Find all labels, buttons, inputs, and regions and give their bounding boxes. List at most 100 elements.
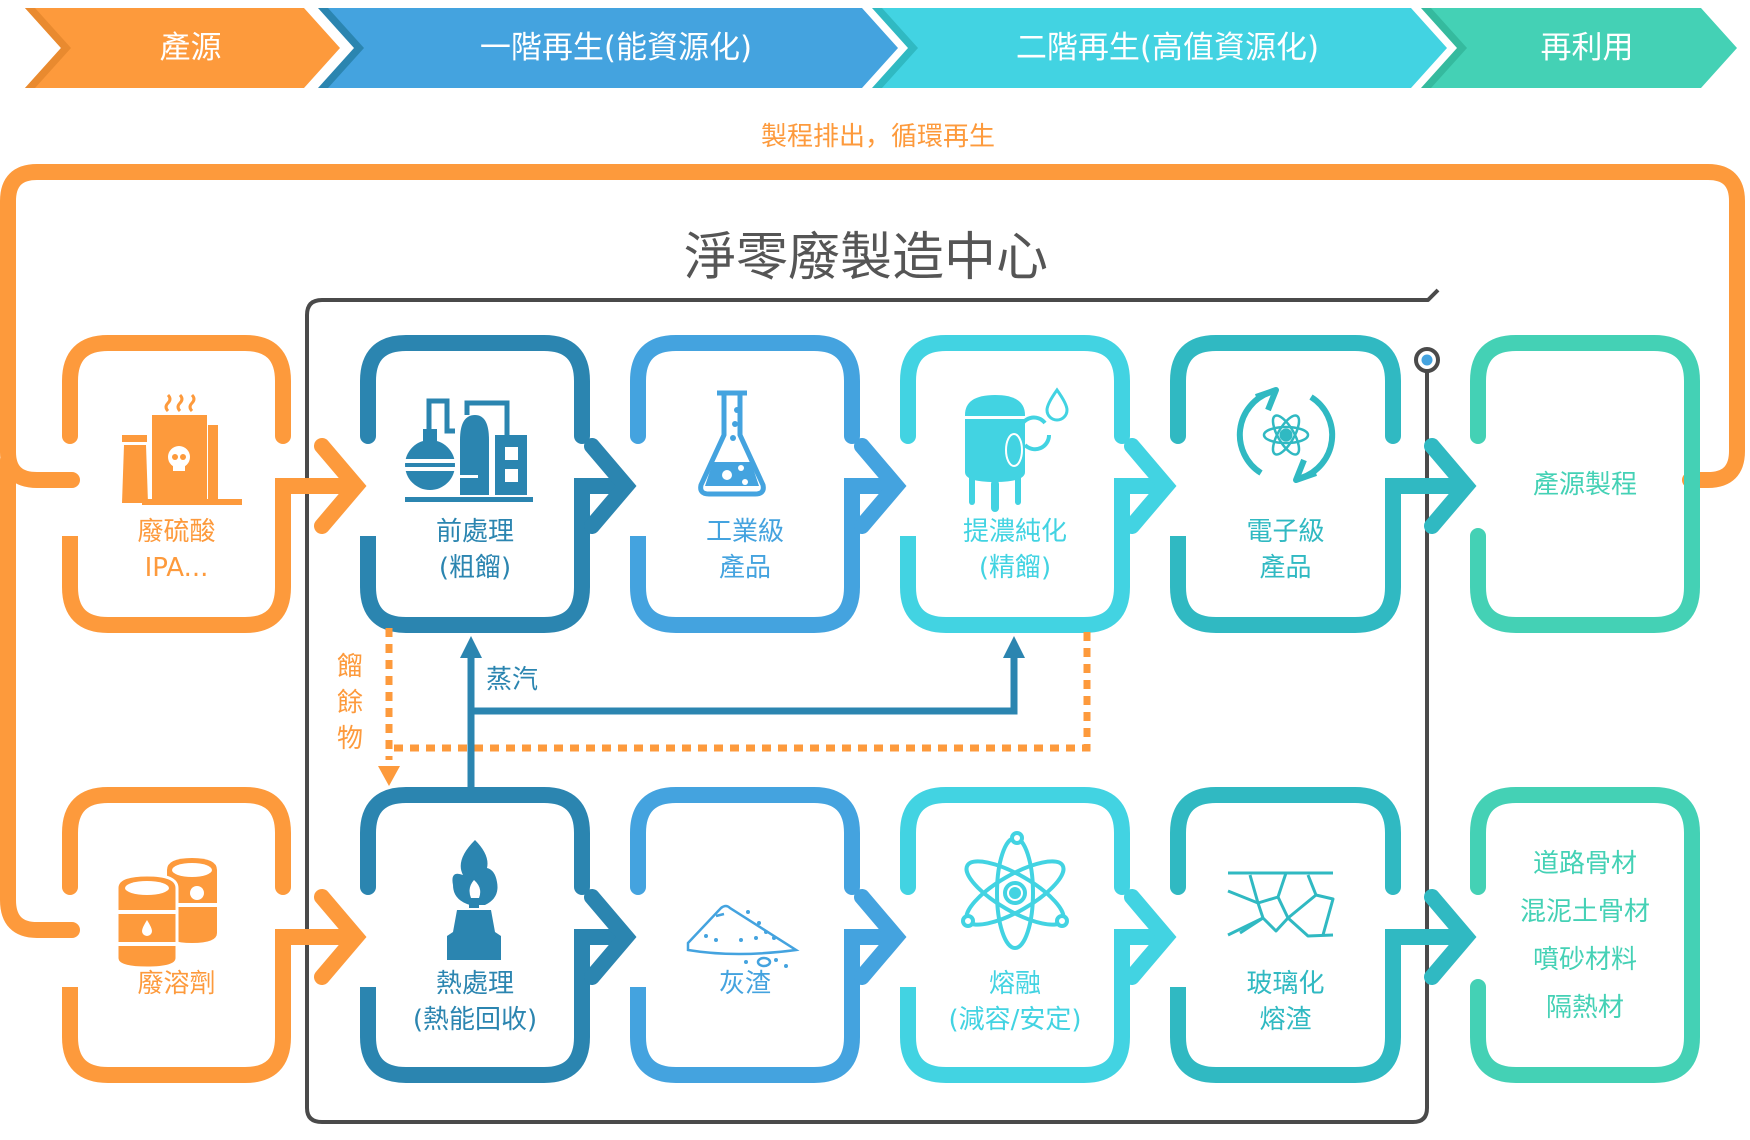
process-box-r2-c1: 廢溶劑 (62, 787, 367, 1083)
process-box-r1-c4: 提濃純化 (精餾) (900, 335, 1177, 633)
stage-label: 再利用 (1541, 30, 1634, 66)
stage-chevrons: 產源 一階再生(能資源化) 二階再生(高值資源化) 再利用 (25, 8, 1737, 88)
process-boxes: 廢硫酸IPA...前處理(粗餾)工業級產品提濃純化(精餾)電子級產品產源製程廢溶… (62, 335, 1700, 1083)
box-label: 熱處理 (436, 969, 514, 999)
process-box-r1-c1: 廢硫酸 IPA... (62, 335, 367, 633)
chevron-body (328, 8, 898, 88)
box-label: 隔熱材 (1546, 993, 1624, 1023)
box-label: 灰渣 (719, 969, 771, 999)
flow-arrow-icon (1124, 889, 1177, 985)
box-label: (精餾) (979, 553, 1051, 583)
chevron-edge (872, 8, 920, 88)
flow-arrow-icon (854, 438, 907, 534)
atom-cycle-icon (1236, 387, 1336, 483)
box-outline-top (630, 787, 860, 895)
box-outline-top (900, 335, 1130, 444)
box-outline-top (1470, 787, 1700, 1083)
box-label: 產品 (719, 553, 771, 583)
chevron-body (882, 8, 1447, 88)
steam-arrow-head-right (1003, 636, 1025, 658)
process-box-r2-c3: 灰渣 (630, 787, 907, 1083)
box-outline-bottom (900, 929, 1162, 1083)
toxic-factory-icon (122, 393, 242, 505)
process-box-r2-c4: 熔融(減容/安定) (900, 787, 1177, 1083)
box-outline-top (360, 787, 590, 895)
distillation-plant-icon (405, 398, 533, 502)
residue-label-1: 餾 (337, 652, 363, 682)
flow-arrow-icon (584, 438, 637, 534)
stage-chevron-4: 再利用 (1421, 8, 1737, 88)
steam-line (467, 650, 1018, 790)
box-outline-top (900, 787, 1130, 895)
chevron-edge (318, 8, 366, 88)
box-label: 產源製程 (1533, 470, 1637, 500)
box-label: 廢溶劑 (137, 969, 215, 999)
box-label: 廢硫酸 (137, 517, 215, 547)
box-outline-bottom (630, 478, 892, 633)
stage-label: 一階再生(能資源化) (480, 30, 752, 66)
chevron-body (1431, 8, 1737, 88)
chevron-edge (1421, 8, 1469, 88)
process-box-r1-c2: 前處理(粗餾) (360, 335, 637, 633)
box-label: 提濃純化 (963, 517, 1067, 547)
box-label: 產品 (1259, 553, 1311, 583)
steam-arrow-head-left (460, 636, 482, 658)
box-outline-bottom (1170, 478, 1462, 633)
box-label: 混泥土骨材 (1520, 897, 1650, 927)
box-outline-bottom (360, 478, 622, 633)
flow-arrow-icon (1124, 438, 1177, 534)
box-outline-top (1170, 335, 1401, 444)
box-label: IPA... (145, 553, 209, 583)
box-outline-bottom (360, 929, 622, 1083)
stage-chevron-1: 產源 (25, 8, 340, 88)
residue-label-2: 餘 (337, 688, 363, 718)
process-box-r1-c6: 產源製程 (1470, 335, 1700, 633)
flask-icon (698, 390, 766, 497)
burner-flame-icon (447, 840, 501, 960)
box-outline-top (630, 335, 860, 444)
box-label: 熔渣 (1259, 1005, 1311, 1035)
box-label: 熔融 (989, 969, 1041, 999)
chemical-barrels-icon (115, 858, 217, 970)
box-outline-bottom (630, 929, 892, 1083)
flow-arrow-icon (314, 438, 367, 534)
residue-connector: 餾 餘 物 (337, 628, 1091, 786)
stage-label: 產源 (160, 30, 222, 66)
recycle-loop-line (0, 164, 1745, 938)
flow-arrow-icon (584, 889, 637, 985)
flow-arrow-icon (854, 889, 907, 985)
purification-tank-icon (965, 387, 1069, 512)
center-frame (305, 288, 1440, 1124)
flow-arrow-icon (314, 889, 367, 985)
stage-label: 二階再生(高值資源化) (1016, 30, 1319, 66)
chevron-edge (25, 8, 71, 88)
flow-arrow-icon (1424, 438, 1477, 534)
atom-icon (961, 831, 1069, 950)
box-label: 工業級 (706, 517, 784, 547)
box-label: (熱能回收) (413, 1005, 537, 1035)
box-outline-bottom (62, 929, 352, 1083)
box-label: 道路骨材 (1533, 849, 1637, 879)
box-outline-bottom (1170, 929, 1462, 1083)
recycle-loop-label: 製程排出，循環再生 (761, 122, 995, 152)
steam-label: 蒸汽 (486, 665, 538, 695)
box-outline-bottom (62, 478, 352, 633)
residue-dotted-line (385, 628, 1091, 760)
box-label: 玻璃化 (1246, 969, 1324, 999)
flow-arrow-icon (1424, 889, 1477, 985)
residue-label-3: 物 (337, 724, 363, 754)
stage-chevron-3: 二階再生(高值資源化) (872, 8, 1447, 88)
chevron-body (25, 8, 340, 88)
stage-chevron-2: 一階再生(能資源化) (318, 8, 898, 88)
recycle-loop: 製程排出，循環再生 (0, 122, 1745, 938)
cracked-glass-icon (1227, 871, 1335, 938)
ash-pile-icon (686, 904, 800, 968)
box-outline-top (360, 335, 590, 444)
residue-arrow-head (378, 766, 400, 786)
steam-connector: 蒸汽 (460, 636, 1025, 790)
